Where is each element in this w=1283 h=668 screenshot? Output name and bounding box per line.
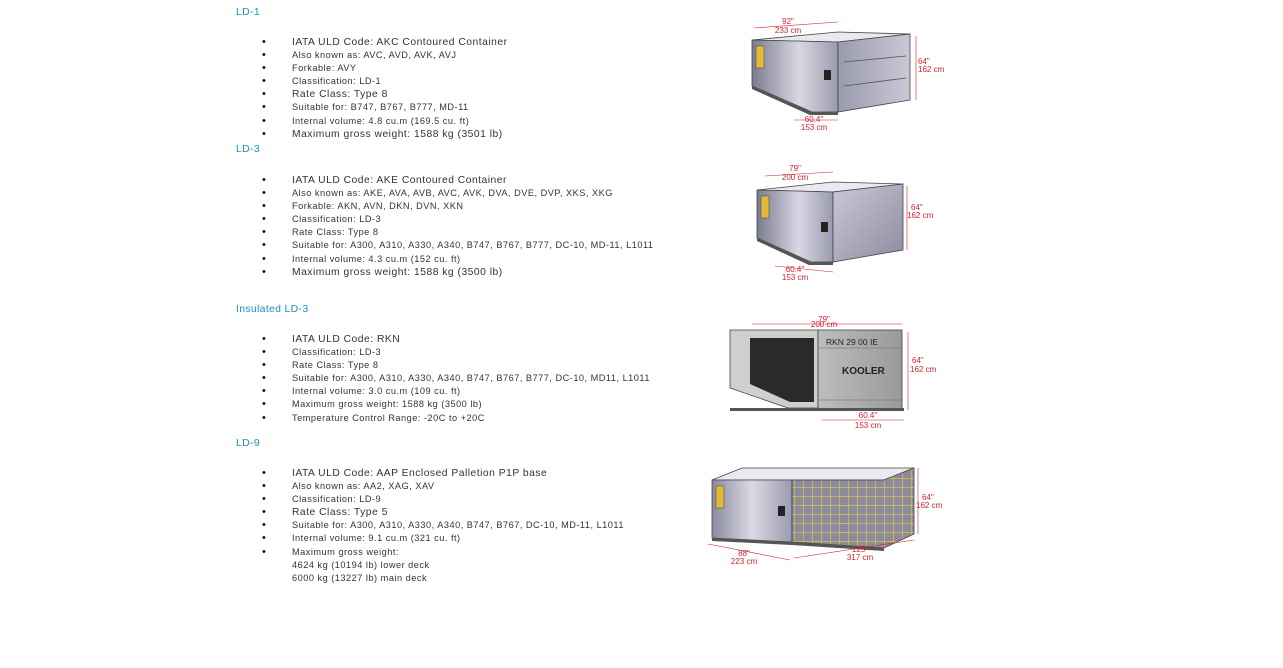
ld9-dim-height-cm: 162 cm xyxy=(916,501,943,510)
list-item: Maximum gross weight: 1588 kg (3500 lb) xyxy=(262,398,702,411)
insulated-ld3-container-illustration: RKN 29 00 IE KOOLER 79" 200 cm 64" 162 c… xyxy=(729,315,937,430)
insulated-ld3-dim-height-in: 64" xyxy=(912,356,924,365)
ld3-dim-top-in: 79" xyxy=(789,164,801,173)
ld3-spec-list: IATA ULD Code: AKE Contoured Container A… xyxy=(262,174,702,279)
list-item: Forkable: AVY xyxy=(262,62,702,75)
list-item: Also known as: AA2, XAG, XAV xyxy=(262,480,702,493)
list-item: Maximum gross weight: 1588 kg (3500 lb) xyxy=(262,266,702,279)
insulated-ld3-dim-height-cm: 162 cm xyxy=(910,365,937,374)
ld1-dim-height-cm: 162 cm xyxy=(918,65,945,74)
ld9-dim-width-in: 125" xyxy=(852,545,868,554)
list-item: IATA ULD Code: AKE Contoured Container xyxy=(262,174,702,187)
list-item: Temperature Control Range: -20C to +20C xyxy=(262,412,702,425)
ld3-dim-height-in: 64" xyxy=(911,203,923,212)
list-item: Classification: LD-1 xyxy=(262,75,702,88)
warning-label-icon xyxy=(755,45,765,69)
ld1-spec-list: IATA ULD Code: AKC Contoured Container A… xyxy=(262,36,702,141)
warning-label-icon xyxy=(760,195,770,219)
ld3-dim-base-cm: 153 cm xyxy=(782,273,809,282)
list-item: Internal volume: 3.0 cu.m (109 cu. ft) xyxy=(262,385,702,398)
ld3-dim-base-in: 60.4" xyxy=(786,265,805,274)
ld1-dim-top-in: 92" xyxy=(782,17,794,26)
list-item: Rate Class: Type 5 xyxy=(262,506,702,519)
warning-label-icon xyxy=(715,485,725,509)
list-item: Suitable for: A300, A310, A330, A340, B7… xyxy=(262,372,702,385)
list-item: Maximum gross weight: 1588 kg (3501 lb) xyxy=(262,128,702,141)
list-item: Suitable for: B747, B767, B777, MD-11 xyxy=(262,101,702,114)
ld9-dim-depth-cm: 223 cm xyxy=(731,557,758,566)
insulated-ld3-dim-base-cm: 153 cm xyxy=(855,421,882,430)
list-item: Forkable: AKN, AVN, DKN, DVN, XKN xyxy=(262,200,702,213)
uld-code-marking: RKN 29 00 IE xyxy=(826,337,878,347)
list-item: Also known as: AVC, AVD, AVK, AVJ xyxy=(262,49,702,62)
section-title-insulated-ld3: Insulated LD-3 xyxy=(236,303,309,315)
list-item: Classification: LD-3 xyxy=(262,213,702,226)
list-item: Maximum gross weight: 4624 kg (10194 lb)… xyxy=(262,546,702,585)
insulated-ld3-spec-list: IATA ULD Code: RKN Classification: LD-3 … xyxy=(262,333,702,425)
list-item: Suitable for: A300, A310, A330, A340, B7… xyxy=(262,519,702,532)
ld9-spec-list: IATA ULD Code: AAP Enclosed Palletion P1… xyxy=(262,467,702,585)
kooler-brand-marking: KOOLER xyxy=(842,366,886,377)
list-item: Classification: LD-9 xyxy=(262,493,702,506)
section-title-ld9: LD-9 xyxy=(236,437,260,449)
ld1-dim-height-in: 64" xyxy=(918,57,930,66)
insulated-ld3-dim-base-in: 60.4" xyxy=(859,411,878,420)
ld3-dim-height-cm: 162 cm xyxy=(907,211,934,220)
list-item: Classification: LD-3 xyxy=(262,346,702,359)
ld9-container-illustration: 64" 162 cm 88" 223 cm 125" 317 cm xyxy=(707,467,943,566)
section-title-ld1: LD-1 xyxy=(236,6,260,18)
list-item: Internal volume: 9.1 cu.m (321 cu. ft) xyxy=(262,532,702,545)
ld1-dim-top-cm: 233 cm xyxy=(775,26,802,35)
list-item: Rate Class: Type 8 xyxy=(262,226,702,239)
list-item: Rate Class: Type 8 xyxy=(262,359,702,372)
ld1-dim-base-in: 60.4" xyxy=(805,115,824,124)
list-item: IATA ULD Code: AAP Enclosed Palletion P1… xyxy=(262,467,702,480)
list-item: Suitable for: A300, A310, A330, A340, B7… xyxy=(262,239,702,252)
ld9-dim-width-cm: 317 cm xyxy=(847,553,874,562)
ld1-dim-base-cm: 153 cm xyxy=(801,123,828,132)
list-item: IATA ULD Code: AKC Contoured Container xyxy=(262,36,702,49)
ld1-container-illustration: 92" 233 cm 64" 162 cm 60.4" 153 cm xyxy=(751,17,945,132)
insulated-ld3-dim-top-cm: 200 cm xyxy=(811,320,838,329)
list-item: IATA ULD Code: RKN xyxy=(262,333,702,346)
section-title-ld3: LD-3 xyxy=(236,143,260,155)
ld9-dim-depth-in: 88" xyxy=(738,549,750,558)
ld9-dim-height-in: 64" xyxy=(922,493,934,502)
ld3-container-illustration: 79" 200 cm 64" 162 cm 60.4" 153 cm xyxy=(756,164,934,282)
insulated-ld3-dim-top-in: 79" xyxy=(818,315,830,324)
list-item: Internal volume: 4.3 cu.m (152 cu. ft) xyxy=(262,253,702,266)
list-item: Also known as: AKE, AVA, AVB, AVC, AVK, … xyxy=(262,187,702,200)
list-item: Rate Class: Type 8 xyxy=(262,88,702,101)
list-item: Internal volume: 4.8 cu.m (169.5 cu. ft) xyxy=(262,115,702,128)
ld3-dim-top-cm: 200 cm xyxy=(782,173,809,182)
